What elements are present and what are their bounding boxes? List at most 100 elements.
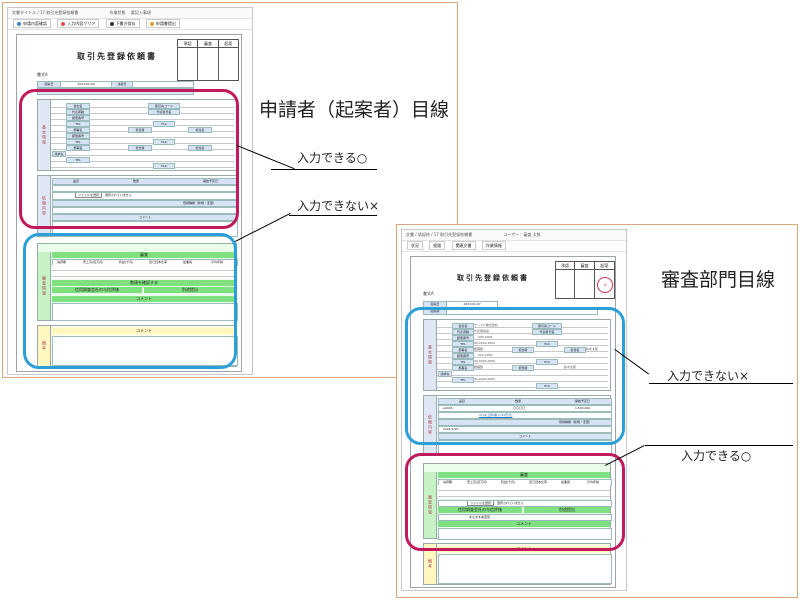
tab-related[interactable]: 関連文書 bbox=[451, 241, 476, 250]
stamp-label: 承認 bbox=[178, 40, 198, 48]
review-band-4: 別途提出 bbox=[524, 507, 610, 513]
decision-date-label: 決裁日 bbox=[111, 81, 133, 88]
fax-label: FAX bbox=[153, 163, 175, 169]
doc-title: 取引先登録依頼書 bbox=[77, 51, 157, 61]
person-name-label: 担当名 bbox=[188, 127, 212, 133]
file-select-button[interactable]: ファイルを選択 bbox=[467, 501, 495, 506]
user-label: ユーザー：審査 太郎 bbox=[503, 232, 541, 237]
section-label: 備考 bbox=[424, 544, 437, 584]
fax-label: FAX bbox=[153, 139, 175, 145]
person-value: 鈴木太郎 bbox=[586, 347, 599, 351]
callout-line bbox=[649, 383, 793, 384]
reviewer-window: 文書 / 承認待 / 17 取引先登録依頼書 ユーザー：審査 太郎 状況 経路 … bbox=[401, 229, 627, 591]
col-equity: 自己資本比率 bbox=[529, 480, 548, 484]
item-label: 品目 bbox=[73, 179, 80, 183]
col-fiscal: 決算期 bbox=[443, 480, 453, 484]
section-label: 基本情報 bbox=[38, 100, 51, 170]
save-draft-button[interactable]: 下書き保存 bbox=[105, 19, 140, 28]
reviewer-value: まもまま審査官 bbox=[469, 515, 491, 519]
applicant-heading: 申請者（起案者）目線 bbox=[259, 99, 450, 121]
breadcrumb: 文書タイトル / 17 取引先登録依頼書 作業状態 要記入事項 bbox=[8, 8, 252, 19]
date-label: 起案日 bbox=[37, 81, 61, 88]
person-label: 担当者 bbox=[512, 365, 534, 371]
date-from-value: 2021/1/20 bbox=[443, 427, 459, 431]
tab-bar: 状況 経路 関連文書 作業情報 bbox=[402, 241, 626, 252]
attached-file-link[interactable]: 2106_資料書 (CSV形式) bbox=[479, 413, 513, 417]
save-draft-label: 下書き保存 bbox=[115, 21, 136, 26]
reg-type-label: 登録種類（新規・変更） bbox=[183, 201, 217, 205]
remarks-field bbox=[438, 554, 612, 584]
stamp-label: 審査 bbox=[575, 262, 594, 270]
request-item-row: a0006 〇〇〇〇 1,500,000 bbox=[438, 405, 612, 412]
vendor-code-label: 取引先コード bbox=[148, 103, 180, 109]
readonly-note: 入力できない× bbox=[667, 369, 750, 383]
section-label: 依頼内容 bbox=[424, 396, 437, 454]
request-sub-header: 登録種類（新規・変更） bbox=[438, 419, 612, 426]
company-label: 会社名 bbox=[66, 103, 90, 109]
callout-line bbox=[645, 445, 793, 446]
tab-work[interactable]: 作業情報 bbox=[481, 241, 506, 250]
postal-label: 郵便番号 bbox=[66, 133, 90, 139]
readonly-highlight bbox=[405, 307, 625, 445]
callout-line bbox=[289, 215, 377, 216]
clear-label: 入力内容クリア bbox=[67, 21, 96, 26]
stamp-label: 起案 bbox=[594, 262, 614, 270]
dept-label: 部署名 bbox=[452, 365, 474, 371]
tab-status[interactable]: 状況 bbox=[407, 241, 423, 250]
person-label: 担当者 bbox=[128, 127, 152, 133]
rep-title-label: 代表者職 bbox=[66, 109, 90, 115]
stamp-approve: 承認 bbox=[178, 40, 198, 80]
dept-label: 部署名 bbox=[452, 347, 474, 353]
postal-label: 郵便番号 bbox=[452, 335, 474, 341]
remarks-comment-band: コメント bbox=[52, 328, 236, 334]
stamp-box: 承認 審査 起案 bbox=[177, 39, 239, 81]
breadcrumb: 文書 / 承認待 / 17 取引先登録依頼書 ユーザー：審査 太郎 bbox=[402, 230, 626, 241]
confirm-button[interactable]: 申請内容確認 bbox=[13, 19, 51, 28]
review-comment-field[interactable] bbox=[438, 528, 612, 540]
file-select-button[interactable]: ファイルを選択 bbox=[75, 193, 103, 198]
review-file-row: ファイルを選択 選択されていません bbox=[438, 500, 612, 507]
postal-label: 郵便番号 bbox=[452, 353, 474, 359]
billing-label: 請求先 bbox=[52, 151, 66, 157]
fax-label: FAX bbox=[153, 121, 175, 127]
breadcrumb-text: 文書 / 承認待 / 17 取引先登録依頼書 bbox=[406, 232, 473, 237]
clear-button[interactable]: 入力内容クリア bbox=[57, 19, 100, 28]
editable-note: 入力できる○ bbox=[681, 449, 752, 463]
item-name-value: 〇〇〇〇 bbox=[513, 406, 526, 410]
tab-route[interactable]: 経路 bbox=[429, 241, 446, 250]
stamp-label: 起案 bbox=[218, 40, 238, 48]
fax-label: FAX bbox=[536, 383, 558, 389]
fax-label: FAX bbox=[536, 341, 558, 347]
reviewer-row[interactable]: まもまま審査官 bbox=[438, 514, 612, 521]
rep-title-label: 代表者職 bbox=[452, 329, 474, 335]
request-header-row: 品目 数量 開始予定日 bbox=[438, 398, 612, 405]
col-sales: 売上高(百万円) bbox=[467, 480, 488, 484]
dept-value: 経理部 bbox=[474, 347, 484, 351]
col-fiscal: 決算期 bbox=[57, 260, 67, 264]
review-band-3: 信用調査会社の与信評価 bbox=[438, 507, 522, 513]
dept-label: 部署名 bbox=[66, 145, 90, 151]
tel-value: 00-0000-0000 bbox=[474, 359, 496, 363]
save-icon bbox=[109, 22, 114, 26]
person-label: 担当者 bbox=[512, 347, 534, 353]
form-paper: 取引先登録依頼書 承認 審査 起案 書式A 起案日 2021/01/04 決裁日… bbox=[16, 34, 242, 372]
person-name-label: 担当名 bbox=[564, 347, 586, 353]
start-date-label: 開始予定日 bbox=[203, 179, 219, 183]
tel-value: 00-0000-0000 bbox=[474, 377, 496, 381]
stamp-review: 審査 bbox=[574, 262, 594, 298]
review-grid[interactable] bbox=[438, 485, 610, 499]
date-field[interactable]: 2021/01/04 bbox=[60, 81, 112, 88]
stamp-approve: 承認 bbox=[556, 262, 575, 298]
rep-name-label: 代表者氏名 bbox=[148, 109, 180, 115]
tel-label: TEL bbox=[452, 341, 474, 347]
review-section: 審査情報 審査 決算期 売上高(百万円) 利益(千円) 自己資本比率 従業員 平… bbox=[37, 243, 238, 321]
tel-label: TEL bbox=[66, 139, 90, 145]
review-section: 審査情報 審査 決算期 売上高(百万円) 利益(千円) 自己資本比率 従業員 平… bbox=[423, 463, 612, 540]
stamp-label: 審査 bbox=[198, 40, 218, 48]
applicant-info-section: 基本情報 会社名 取引先コード 代表者職 代表者氏名 郵便番号 TEL FAX … bbox=[37, 99, 237, 171]
submit-label: 申請書提出 bbox=[155, 21, 176, 26]
submit-button[interactable]: 申請書提出 bbox=[145, 19, 180, 28]
postal-value: 000-0000 bbox=[478, 353, 493, 357]
postal-value: 000-0000 bbox=[478, 335, 493, 339]
person-label: 担当者 bbox=[128, 145, 152, 151]
